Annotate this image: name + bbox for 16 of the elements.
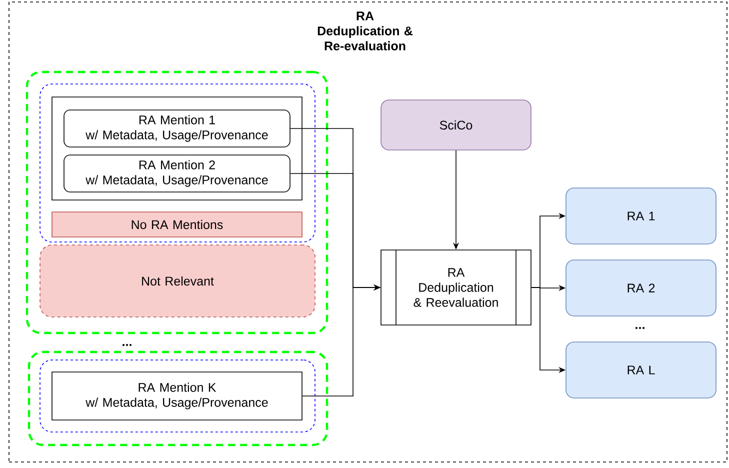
- process-box: RA Deduplication & Reevaluation: [380, 250, 532, 326]
- mention-box: RA Mention 1 w/ Metadata, Usage/Provenance: [64, 110, 290, 148]
- result-box: RA 2: [566, 260, 716, 316]
- model-box: SciCo: [380, 100, 532, 150]
- mention-box: RA Mention 2 w/ Metadata, Usage/Provenance: [64, 154, 290, 192]
- result-box: RA 1: [566, 188, 716, 244]
- status-box: Not Relevant: [40, 244, 316, 318]
- group-outline: [40, 84, 316, 242]
- mention-box: RA Mention K w/ Metadata, Usage/Provenance: [52, 372, 302, 420]
- group-outline: [26, 70, 328, 334]
- ellipsis: ...: [122, 344, 132, 346]
- ellipsis: ...: [636, 327, 644, 329]
- status-box: No RA Mentions: [52, 212, 302, 238]
- group-outline: [40, 360, 316, 432]
- result-box: RA L: [566, 342, 716, 398]
- group-outline: [28, 350, 328, 446]
